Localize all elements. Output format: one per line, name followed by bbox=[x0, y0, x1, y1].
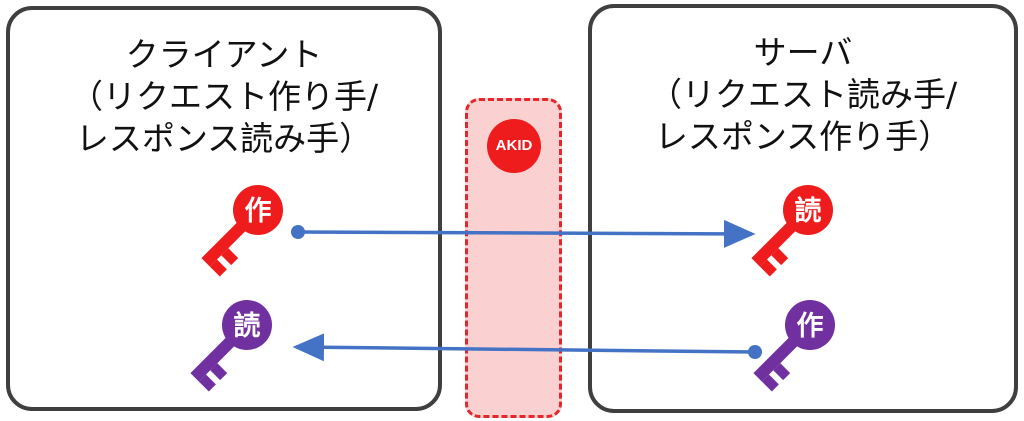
server-write-key-icon: 作 bbox=[753, 300, 835, 392]
akid-channel: AKID bbox=[465, 98, 562, 418]
response-arrow bbox=[292, 333, 762, 362]
client-read-key-label: 読 bbox=[234, 310, 261, 342]
client-title-line-2: （リクエスト作り手/ bbox=[69, 77, 379, 116]
akid-badge: AKID bbox=[487, 119, 541, 173]
client-write-key-label: 作 bbox=[245, 196, 272, 227]
server-title-line-2: （リクエスト読み手/ bbox=[648, 75, 958, 114]
request-arrow bbox=[291, 219, 756, 248]
client-read-key-icon: 読 bbox=[190, 300, 272, 392]
server-read-key-label: 読 bbox=[795, 195, 822, 227]
client-title-line-1: クライアント bbox=[125, 35, 323, 74]
client-title: クライアント （リクエスト作り手/ レスポンス読み手） bbox=[10, 34, 438, 160]
client-write-key-icon: 作 bbox=[201, 185, 283, 277]
server-title-line-3: レスポンス作り手） bbox=[654, 117, 952, 156]
server-read-key-icon: 読 bbox=[751, 185, 833, 277]
server-title-line-1: サーバ bbox=[753, 33, 853, 72]
server-write-key-label: 作 bbox=[797, 311, 824, 342]
server-title: サーバ （リクエスト読み手/ レスポンス作り手） bbox=[592, 32, 1014, 158]
client-title-line-3: レスポンス読み手） bbox=[75, 119, 373, 158]
